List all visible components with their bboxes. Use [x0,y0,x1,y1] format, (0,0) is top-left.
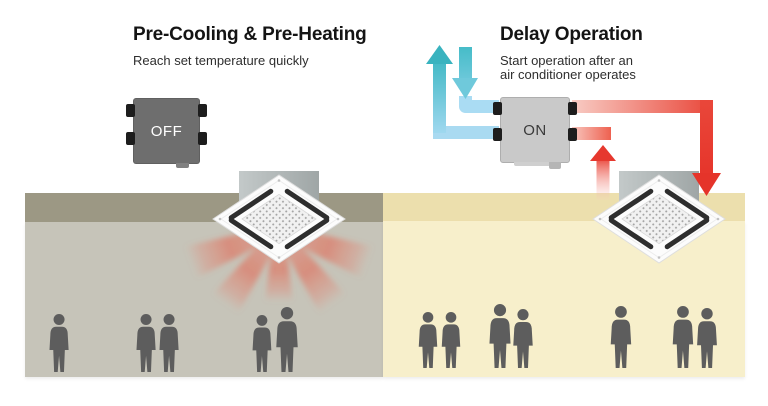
duct-port-icon [198,104,207,117]
unit-status-label: OFF [150,122,183,140]
person-icon [441,312,461,368]
ventilation-unit-on: ON [493,97,577,169]
people-left-room [49,307,298,372]
supply-air-duct-arrow [572,100,721,196]
fresh-air-intake-arrow [452,47,499,113]
duct-port-icon [568,102,577,115]
unit-fitting [176,163,189,168]
exhaust-air-arrow [426,45,499,139]
person-icon [489,304,511,368]
subtitle-line-2: air conditioner operates [500,67,636,82]
person-icon [697,308,717,368]
person-icon [49,314,69,372]
unit-fitting [514,162,556,166]
ventilation-unit-off: OFF [126,98,207,168]
duct-port-icon [126,104,135,117]
section-title: Pre-Cooling & Pre-Heating [133,24,367,45]
duct-port-icon [126,132,135,145]
person-icon [418,312,438,368]
unit-status-label: ON [523,121,547,139]
person-icon [513,309,533,368]
subtitle-line-1: Start operation after an [500,53,633,68]
person-icon [159,314,179,372]
section-subtitle: Reach set temperature quickly [133,53,309,68]
section-subtitle: Start operation after an air conditioner… [500,54,643,82]
right-section-header: Delay Operation Start operation after an… [500,24,643,82]
duct-port-icon [493,102,502,115]
person-icon [136,314,156,372]
person-icon [610,306,632,368]
people-right-room [418,304,717,368]
return-air-arrow [572,127,616,200]
left-section-header: Pre-Cooling & Pre-Heating Reach set temp… [133,24,367,68]
duct-port-icon [493,128,502,141]
unit-fitting [549,162,561,169]
section-title: Delay Operation [500,24,643,45]
duct-port-icon [198,132,207,145]
person-icon [672,306,694,368]
duct-port-icon [568,128,577,141]
person-icon [276,307,298,372]
person-icon [252,315,272,372]
